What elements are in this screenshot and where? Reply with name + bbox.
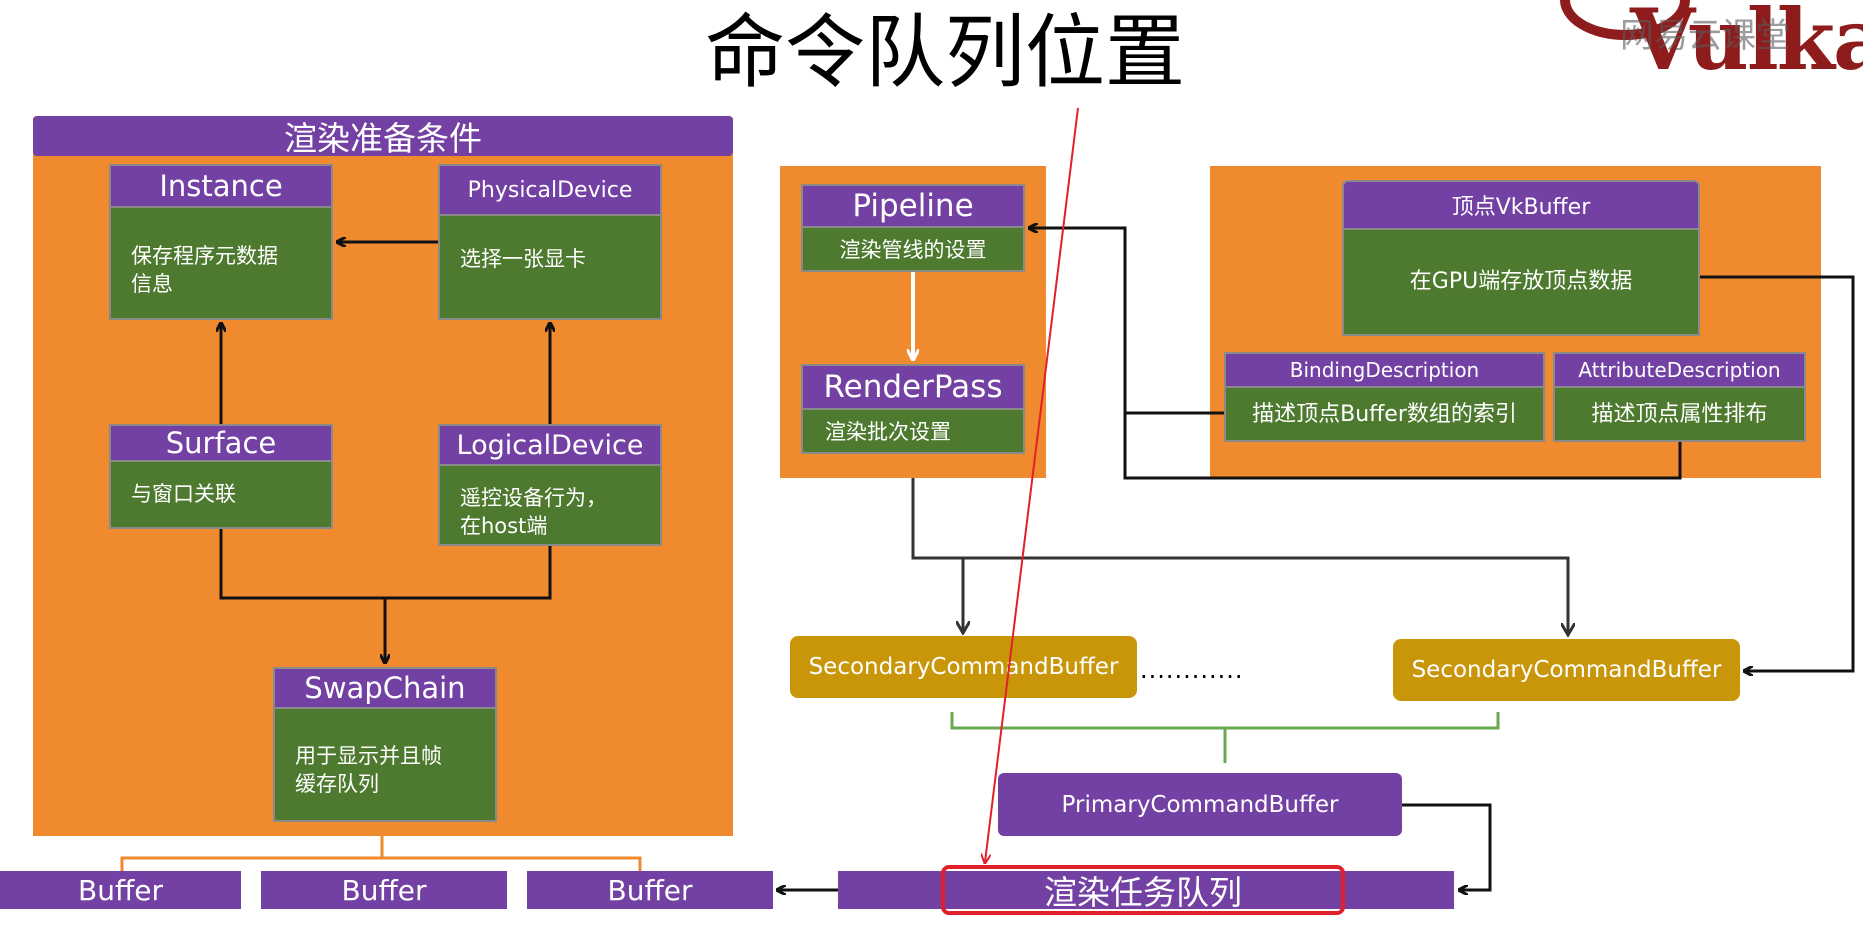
renderpass-desc: 渲染批次设置 [825,420,951,444]
renderpass-title: RenderPass [801,364,1025,410]
secondary-command-buffer-right: SecondaryCommandBuffer [1393,639,1740,701]
render-queue-label: 渲染任务队列 [941,865,1345,915]
logo: Vulkan 网易云课堂 [1560,0,1863,90]
page-title: 命令队列位置 [705,6,1185,99]
instance-node: 保存程序元数据 信息 [109,198,333,320]
binding-description-node: 描述顶点Buffer数组的索引 [1224,382,1545,442]
vertex-buffer-node: 在GPU端存放顶点数据 [1342,222,1700,336]
renderpass-node: 渲染批次设置 [801,408,1025,454]
binding-description-title: BindingDescription [1224,352,1545,388]
physical-device-desc: 选择一张显卡 [460,247,586,271]
vulkan-logo-text: Vulkan [1630,0,1863,89]
swapchain-title: SwapChain [273,667,497,709]
pipeline-title: Pipeline [801,184,1025,228]
logical-device-title: LogicalDevice [438,424,662,466]
brand-watermark: 网易云课堂 [1620,16,1790,56]
logical-device-node: 遥控设备行为， 在host端 [438,462,662,546]
binding-description-desc: 描述顶点Buffer数组的索引 [1252,402,1517,427]
pipeline-desc: 渲染管线的设置 [839,238,987,262]
surface-desc: 与窗口关联 [131,482,236,506]
surface-node: 与窗口关联 [109,456,333,529]
arrow-renderpass-to-secondaries [911,478,1568,633]
secondaries-primary-bracket [950,712,1500,763]
attribute-description-node: 描述顶点属性排布 [1553,382,1806,442]
secondary-command-buffer-left: SecondaryCommandBuffer [790,636,1137,698]
physical-device-node: 选择一张显卡 [438,205,662,320]
primary-command-buffer: PrimaryCommandBuffer [998,773,1402,836]
logical-device-desc: 遥控设备行为， 在host端 [460,486,607,538]
dots: ............ [1140,656,1244,684]
instance-desc: 保存程序元数据 信息 [131,244,278,296]
swapchain-buffers-bracket [120,836,642,871]
swapchain-buffer-1: Buffer [0,871,241,909]
surface-title: Surface [109,424,333,462]
pipeline-node: 渲染管线的设置 [801,226,1025,272]
attribute-description-title: AttributeDescription [1553,352,1806,388]
vertex-buffer-title: 顶点VkBuffer [1342,180,1700,230]
swapchain-buffer-3: Buffer [527,871,773,909]
render-queue-bar [838,871,1454,909]
swapchain-buffer-2: Buffer [261,871,507,909]
attribute-description-desc: 描述顶点属性排布 [1591,402,1768,427]
instance-title: Instance [109,164,333,208]
vertex-buffer-desc: 在GPU端存放顶点数据 [1409,269,1633,294]
prep-panel-title: 渲染准备条件 [33,116,733,158]
physical-device-title: PhysicalDevice [438,164,662,216]
swapchain-desc: 用于显示并且帧 缓存队列 [295,744,442,796]
swapchain-node: 用于显示并且帧 缓存队列 [273,704,497,822]
